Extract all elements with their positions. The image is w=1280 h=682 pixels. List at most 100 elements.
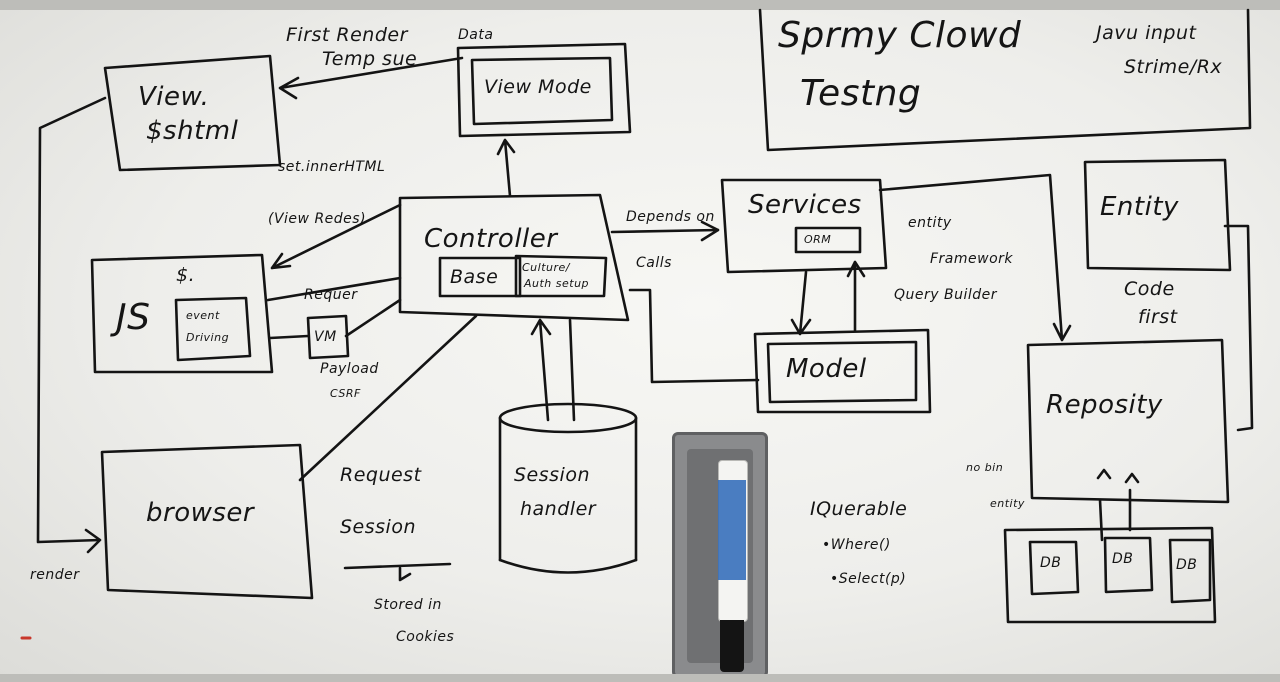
controller-label: Controller — [424, 224, 558, 254]
culture-auth-line2: Auth setup — [524, 277, 590, 290]
entity-label: Entity — [1100, 192, 1179, 222]
request-label: Requer — [304, 287, 358, 303]
db-box-2 — [1103, 536, 1154, 594]
view-label-line2: $shtml — [146, 116, 239, 146]
session-cylinder-sides — [498, 416, 638, 562]
arrow-session-up — [530, 318, 552, 422]
arrow-stored — [398, 566, 412, 582]
arrow-to-viewmodel — [496, 138, 516, 198]
culture-auth-box — [514, 254, 608, 298]
model-label: Model — [786, 354, 867, 384]
title-spring-cloud: Sprmy Clowd — [778, 15, 1022, 56]
db-group-box — [1003, 526, 1217, 624]
repository-box — [1026, 338, 1230, 504]
culture-auth-line1: Culture/ — [522, 261, 570, 274]
browser-label: browser — [146, 498, 255, 528]
db-label-3: DB — [1176, 557, 1198, 573]
session-cylinder-top — [498, 402, 638, 434]
orm-box — [794, 226, 862, 254]
repository-label: Reposity — [1046, 390, 1163, 420]
view-model-inner-box — [470, 56, 614, 126]
render-label: render — [30, 567, 80, 583]
vm-label: VM — [314, 329, 337, 345]
js-box — [90, 253, 274, 374]
stored-in-line2: Cookies — [396, 629, 455, 645]
payload-label: Payload — [320, 361, 379, 377]
code-first-line2: first — [1138, 306, 1178, 328]
entity-framework-line2: Framework — [930, 251, 1014, 267]
stream-rx-label: Strime/Rx — [1124, 56, 1223, 78]
iqueryable-label: IQuerable — [810, 498, 908, 520]
marker-label-band — [718, 480, 746, 580]
lines-repository-db — [1098, 488, 1132, 542]
vm-box — [306, 314, 350, 360]
session-handler-line2: handler — [520, 498, 597, 520]
java-input-label: Javu input — [1096, 22, 1197, 44]
entity-framework-line1: entity — [908, 215, 952, 231]
controller-box — [398, 193, 630, 322]
view-model-outer-box — [456, 42, 632, 138]
request-session-line1: Request — [340, 464, 422, 486]
code-first-line1: Code — [1124, 278, 1175, 300]
view-model-label: View Mode — [484, 76, 592, 98]
event-driving-box — [174, 296, 252, 362]
arrow-to-services — [846, 260, 866, 332]
event-driving-line1: event — [186, 309, 220, 322]
whiteboard-marker — [718, 460, 748, 672]
arrow-to-view — [278, 56, 464, 100]
js-label: JS — [116, 297, 151, 338]
session-handler-line1: Session — [514, 464, 590, 486]
model-outer-box — [753, 328, 932, 414]
session-cylinder-bottom — [498, 558, 638, 574]
services-box — [720, 178, 888, 274]
select-label: •Select(p) — [830, 571, 907, 587]
underline-session — [343, 562, 452, 570]
model-inner-box — [766, 340, 918, 404]
csrf-label: CSRF — [330, 387, 361, 400]
where-label: •Where() — [822, 537, 891, 553]
line-js-controller-request — [266, 276, 402, 302]
dollar-label: $. — [176, 264, 196, 286]
db-box-1 — [1028, 540, 1080, 596]
line-vm-controller — [268, 298, 402, 340]
entity-box — [1083, 158, 1232, 272]
arrow-services-model — [790, 270, 812, 336]
db-label-1: DB — [1040, 555, 1062, 571]
browser-box — [100, 443, 314, 600]
arrow-render — [36, 96, 107, 554]
db-box-3 — [1168, 538, 1212, 604]
entity-small-label: entity — [990, 497, 1025, 510]
stored-in-line1: Stored in — [374, 597, 442, 613]
services-label: Services — [748, 190, 862, 220]
title-frame — [758, 8, 1252, 152]
query-builder-label: Query Builder — [894, 287, 998, 303]
board-frame-bottom — [0, 674, 1280, 682]
arrow-to-js — [270, 203, 402, 270]
depends-on-label: Depends on — [626, 209, 715, 225]
board-frame-top — [0, 0, 1280, 10]
no-bin-label: no bin — [966, 461, 1004, 474]
db-label-2: DB — [1112, 551, 1134, 567]
data-label: Data — [458, 27, 494, 43]
view-label-line1: View. — [138, 82, 210, 112]
arrow-depends-on — [610, 220, 720, 242]
marker-cap — [720, 620, 744, 672]
line-browser-controller — [298, 314, 478, 482]
line-session-down — [568, 318, 576, 422]
set-inner-html-label: set.innerHTML — [278, 159, 386, 175]
view-box — [103, 54, 282, 172]
arrow-services-repository — [878, 173, 1072, 342]
arrowheads-repository — [1096, 468, 1140, 484]
orm-label: ORM — [804, 233, 832, 246]
line-controller-model — [628, 288, 760, 384]
first-render-label: First Render — [286, 24, 408, 46]
request-session-line2: Session — [340, 516, 416, 538]
calls-label: Calls — [636, 255, 672, 271]
line-entity-repository — [1223, 224, 1254, 432]
base-label: Base — [450, 266, 499, 288]
view-redes-label: (View Redes) — [268, 211, 367, 227]
event-driving-line2: Driving — [186, 331, 230, 344]
temp-sue-label: Temp sue — [322, 48, 418, 70]
